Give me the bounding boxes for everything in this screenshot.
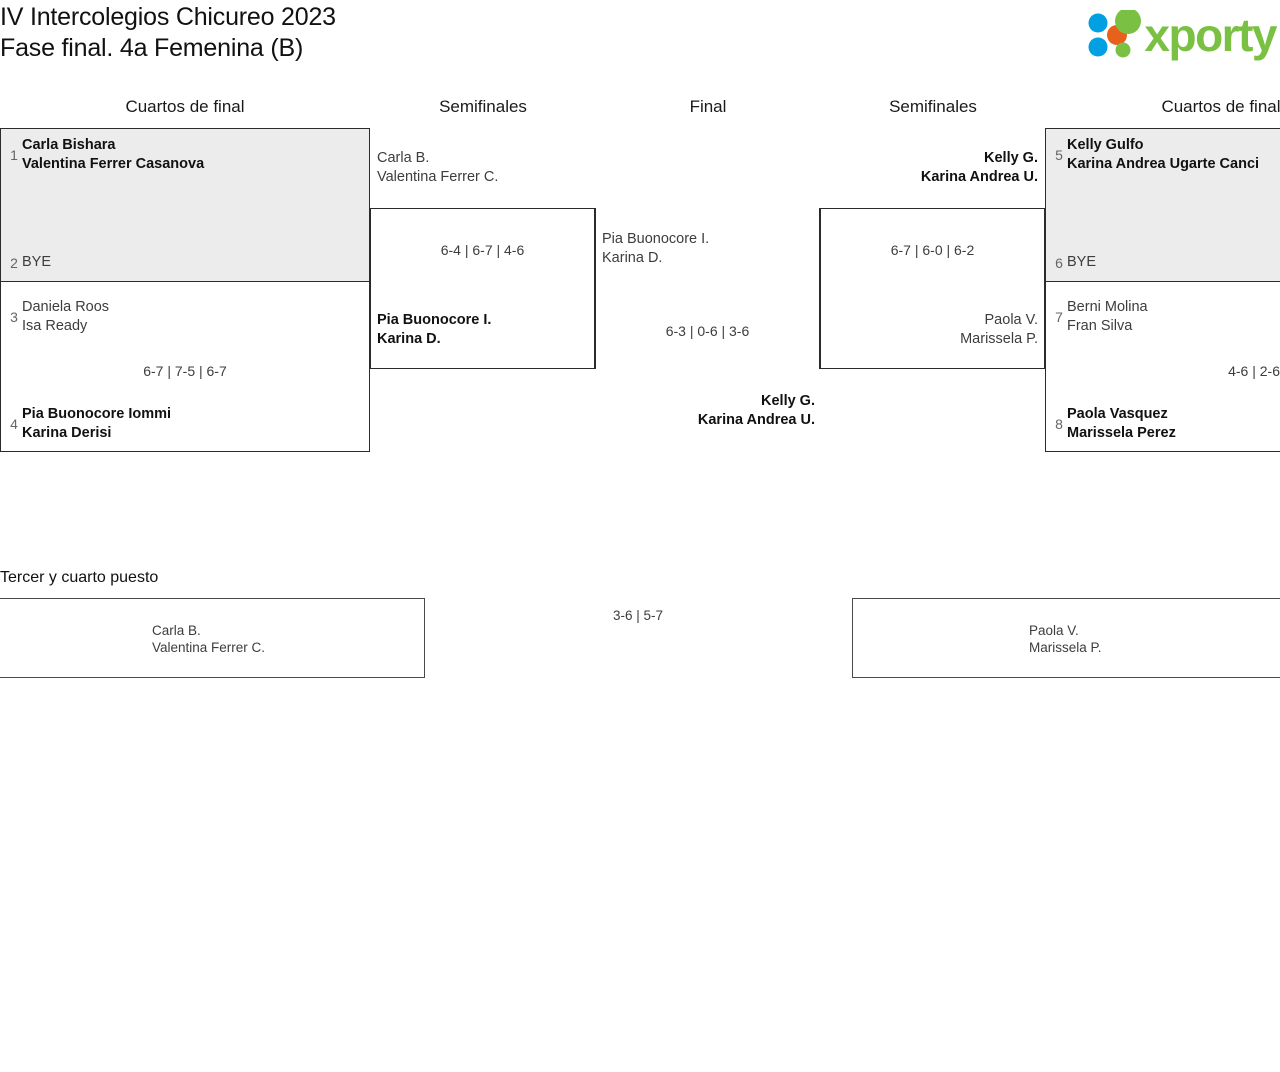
match-box-sf-left[interactable] (370, 208, 595, 369)
third-place-team-right[interactable]: Paola V. Marissela P. (1029, 623, 1102, 655)
match-score-final: 6-3 | 0-6 | 3-6 (665, 323, 750, 339)
team-names: Pia Buonocore Iommi Karina Derisi (22, 406, 172, 441)
seed-number: 7 (1055, 309, 1063, 325)
team-seed-4[interactable]: 4 Pia Buonocore Iommi Karina Derisi (6, 405, 366, 443)
match-box-qf1-left[interactable] (0, 128, 370, 282)
tournament-phase: Fase final. 4a Femenina (B) (0, 34, 304, 62)
team-sf-left-top[interactable]: Carla B. Valentina Ferrer C. (377, 149, 592, 187)
team-names: Kelly G. Karina Andrea U. (920, 150, 1038, 185)
team-names: Paola V. Marissela P. (960, 312, 1038, 347)
match-box-qf2-left[interactable] (0, 282, 370, 452)
team-seed-5[interactable]: 5 Kelly Gulfo Karina Andrea Ugarte Canci (1051, 136, 1280, 174)
team-names: Kelly Gulfo Karina Andrea Ugarte Canci (1067, 137, 1260, 172)
team-seed-8[interactable]: 8 Paola Vasquez Marissela Perez (1051, 405, 1280, 443)
third-place-score: 3-6 | 5-7 (613, 608, 664, 623)
team-names: Berni Molina Fran Silva (1067, 299, 1148, 334)
seed-number: 8 (1055, 416, 1063, 432)
match-box-final[interactable] (595, 208, 820, 369)
team-names: Carla B. Valentina Ferrer C. (377, 150, 499, 185)
logo-dots-icon (1088, 10, 1142, 58)
match-score-sf-right: 6-7 | 6-0 | 6-2 (890, 242, 975, 258)
team-seed-7[interactable]: 7 Berni Molina Fran Silva (1051, 298, 1280, 336)
team-names: BYE (1067, 254, 1097, 270)
round-header-qf-right: Cuartos de final (1161, 97, 1280, 116)
seed-number: 2 (10, 254, 18, 271)
match-score-qf2-left: 6-7 | 7-5 | 6-7 (143, 363, 227, 379)
seed-number: 3 (10, 309, 18, 325)
third-place-title: Tercer y cuarto puesto (0, 569, 159, 586)
team-seed-6[interactable]: 6 BYE (1051, 253, 1280, 272)
round-header-sf-left: Semifinales (439, 97, 527, 116)
xporty-logo[interactable]: xporty (1086, 7, 1277, 63)
tournament-name: IV Intercolegios Chicureo 2023 (0, 3, 336, 31)
team-names: Daniela Roos Isa Ready (22, 299, 110, 334)
match-box-sf-right[interactable] (820, 208, 1045, 369)
seed-number: 1 (10, 147, 18, 163)
third-place-box-left[interactable] (0, 598, 425, 678)
match-box-qf1-right[interactable] (1045, 128, 1280, 282)
third-place-team-left[interactable]: Carla B. Valentina Ferrer C. (152, 623, 266, 655)
third-place-box-right[interactable] (852, 598, 1280, 678)
round-header-final: Final (689, 97, 727, 116)
team-names: Pia Buonocore I. Karina D. (377, 312, 492, 347)
team-seed-2[interactable]: 2 BYE (6, 253, 366, 272)
team-seed-1[interactable]: 1 Carla Bishara Valentina Ferrer Casanov… (6, 136, 366, 174)
match-score-sf-left: 6-4 | 6-7 | 4-6 (440, 242, 525, 258)
team-final-top[interactable]: Pia Buonocore I. Karina D. (602, 230, 817, 268)
match-box-qf2-right[interactable] (1045, 282, 1280, 452)
page-title: IV Intercolegios Chicureo 2023 Fase fina… (0, 2, 900, 64)
logo-wordmark: xporty (1144, 9, 1277, 61)
round-header-sf-right: Semifinales (889, 97, 977, 116)
round-header-qf-left: Cuartos de final (125, 97, 245, 116)
team-sf-right-top[interactable]: Kelly G. Karina Andrea U. (823, 149, 1038, 187)
team-names: Carla Bishara Valentina Ferrer Casanova (22, 137, 205, 172)
team-names: Pia Buonocore I. Karina D. (602, 231, 710, 266)
team-sf-left-bottom[interactable]: Pia Buonocore I. Karina D. (377, 311, 592, 349)
team-sf-right-bottom[interactable]: Paola V. Marissela P. (823, 311, 1038, 349)
seed-number: 4 (10, 416, 18, 432)
seed-number: 6 (1055, 254, 1063, 271)
team-champion[interactable]: Kelly G. Karina Andrea U. (600, 392, 815, 430)
match-score-qf2-right: 4-6 | 2-6 (1228, 363, 1280, 379)
team-seed-3[interactable]: 3 Daniela Roos Isa Ready (6, 298, 366, 336)
team-names: Kelly G. Karina Andrea U. (697, 393, 815, 428)
team-names: Paola Vasquez Marissela Perez (1067, 406, 1176, 441)
team-names: BYE (22, 254, 52, 270)
seed-number: 5 (1055, 147, 1063, 163)
